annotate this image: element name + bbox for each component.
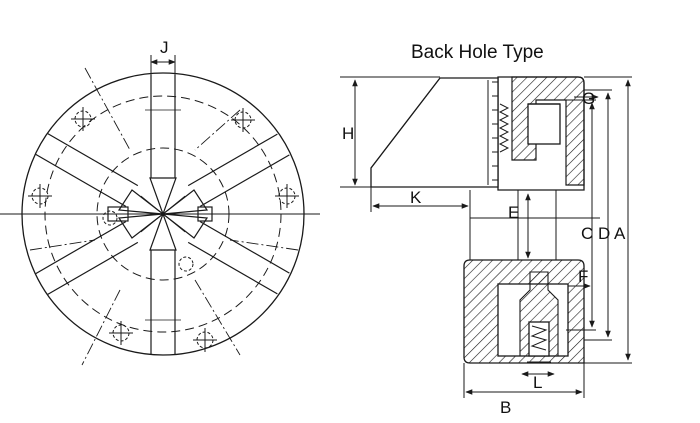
label-c: C [581,224,593,243]
label-b: B [500,398,511,417]
center-jaws [107,177,213,251]
lower-screw-core [528,321,550,357]
label-f: F [578,267,588,286]
top-pocket [527,103,561,145]
label-h: H [342,124,354,143]
label-d: D [598,224,610,243]
bolt-hole-ticks [28,107,299,352]
diagram-title: Back Hole Type [411,42,544,63]
label-e: E [508,203,519,222]
label-l: L [533,373,542,392]
radial-center-lines [29,67,299,366]
jaw-teeth [498,103,510,153]
jaw-wedge [370,77,499,188]
label-j: J [160,38,169,57]
jaw-wedge-inner [370,77,441,169]
lower-screw-thread [530,325,548,351]
label-a: A [614,224,626,243]
label-k: K [410,188,422,207]
jaw-serration [487,80,498,185]
jaw-slots [35,75,290,354]
side-view [340,76,632,398]
label-g: G [582,89,595,108]
front-view [0,55,320,366]
